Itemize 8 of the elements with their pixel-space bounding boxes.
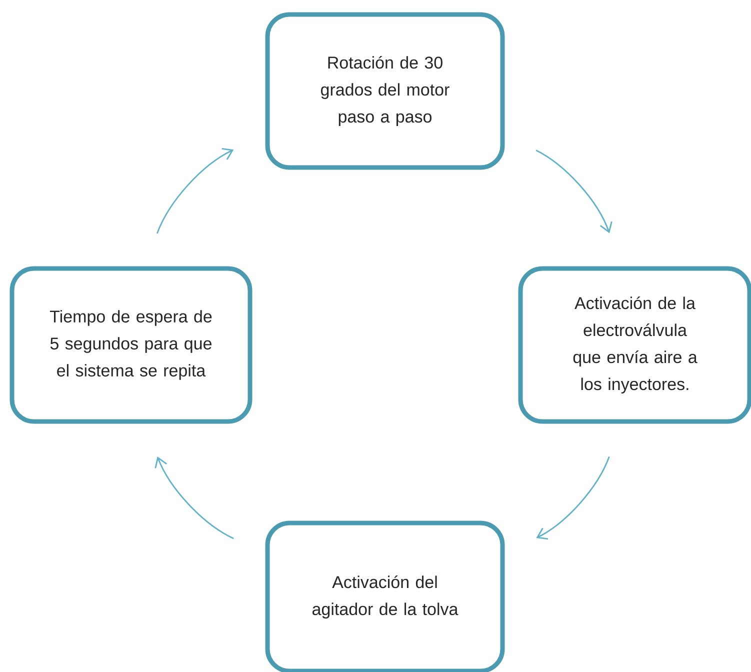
arrow bbox=[156, 148, 234, 234]
process-box: Activación de la electroválvula que envía aire a los inyectores. bbox=[518, 266, 751, 424]
arrow bbox=[536, 150, 612, 234]
process-box: Rotación de 30 grados del motor paso a paso bbox=[265, 12, 505, 170]
arrow bbox=[154, 456, 234, 540]
process-box: Tiempo de espera de 5 segundos para que el sistema se repita bbox=[10, 266, 252, 424]
arrow bbox=[536, 456, 610, 540]
process-box: Activación del agitador de la tolva bbox=[265, 520, 505, 672]
